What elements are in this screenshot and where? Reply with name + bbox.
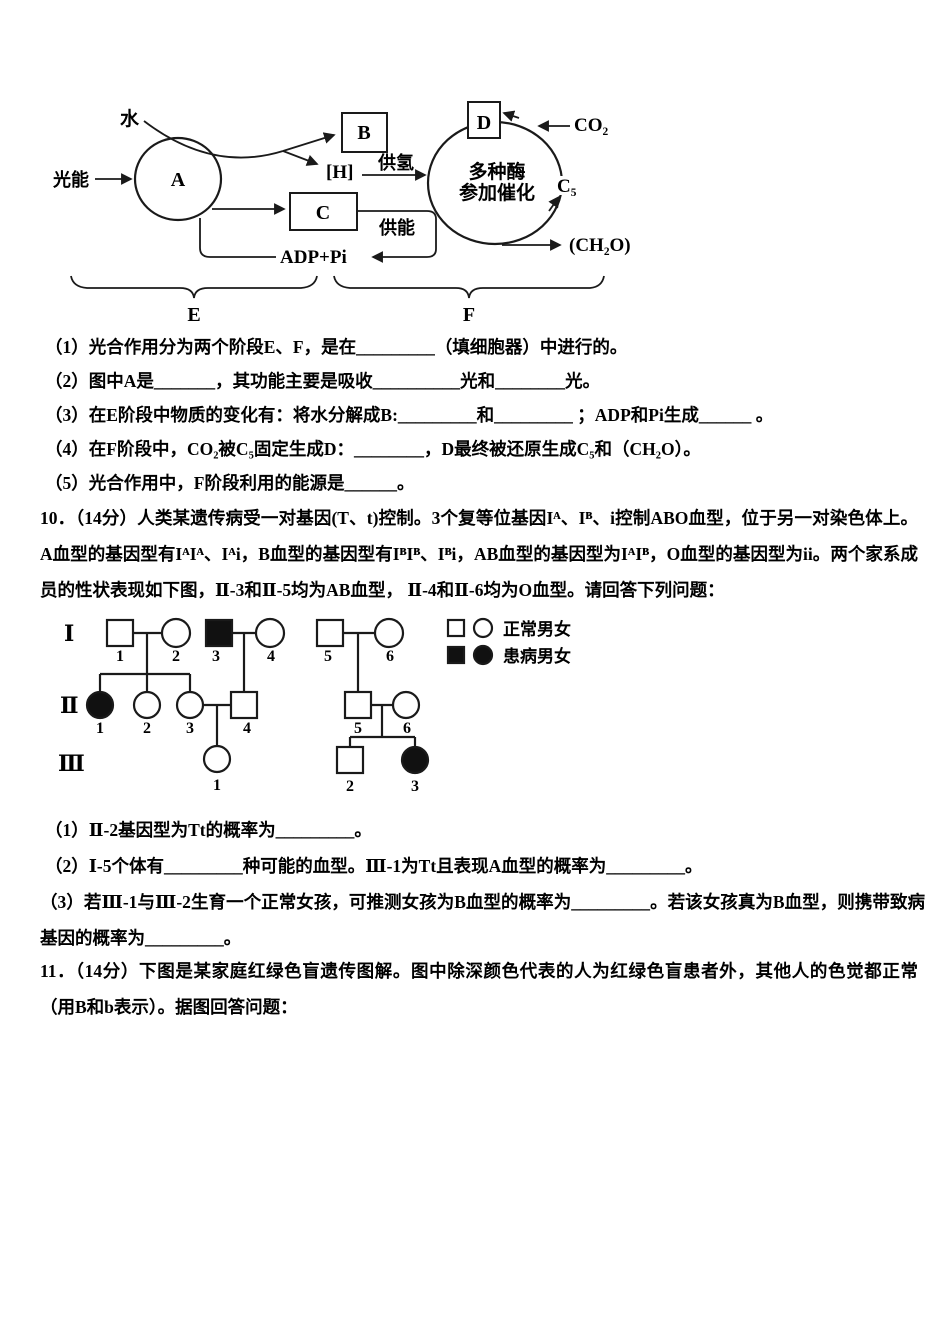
question-11-intro: 11．（14分）下图是某家庭红绿色盲遗传图解。图中除深颜色代表的人为红绿色盲患者… <box>40 961 918 1017</box>
ch2o-label: (CH₂O) <box>569 235 631 256</box>
pedigree-iii2-normal-male <box>335 745 365 775</box>
pedigree-iii3-affected-female <box>400 745 430 775</box>
node-b-label: B <box>357 122 370 144</box>
legend-normal-female-symbol <box>472 617 494 639</box>
pedigree-ii5-normal-male <box>343 690 373 720</box>
question-line-3: （3）在E阶段中物质的变化有：将水分解成B:_________和________… <box>45 405 774 425</box>
label-iii1: 1 <box>213 777 221 794</box>
generation-label-2: Ⅱ <box>60 693 79 718</box>
c5-label-background <box>552 176 583 195</box>
pedigree-number-labels: 1 2 3 4 5 6 1 2 3 4 5 6 1 2 3 <box>96 648 419 795</box>
cycle-to-c5-arrow <box>548 195 561 212</box>
adp-pi-label: ADP+Pi <box>280 247 347 268</box>
stage-f-brace <box>333 275 605 299</box>
node-a-label: A <box>171 169 186 191</box>
pedigree-i3-affected-male <box>204 618 234 648</box>
label-ii1: 1 <box>96 720 104 737</box>
pedigree-ii2-normal-female <box>132 690 162 720</box>
light-energy-label: 光能 <box>52 169 89 190</box>
legend-affected-label: 患病男女 <box>503 646 571 666</box>
a-adp-loop-line <box>199 218 276 258</box>
q10-sub-3: （3）若Ⅲ-1与Ⅲ-2生育一个正常女孩，可推测女孩为B血型的概率为_______… <box>40 892 925 948</box>
enzyme-caption-line1: 多种酶 <box>468 160 525 183</box>
water-to-h-arrow <box>282 150 319 166</box>
legend-affected-female-symbol <box>472 644 494 666</box>
label-iii3: 3 <box>411 778 419 795</box>
question-line-1: （1）光合作用分为两个阶段E、F，是在_________（填细胞器）中进行的。 <box>45 337 628 357</box>
question-10-intro: 10．（14分）人类某遗传病受一对基因(T、t)控制。3个复等位基因Iᴬ、Iᴮ、… <box>40 508 918 600</box>
node-d-label: D <box>477 112 491 134</box>
enzyme-caption-line2: 参加催化 <box>459 181 535 204</box>
label-iii2: 2 <box>346 778 354 795</box>
photosynthesis-questions: （1）光合作用分为两个阶段E、F，是在_________（填细胞器）中进行的。 … <box>45 330 925 500</box>
legend-normal-label: 正常男女 <box>503 619 571 639</box>
label-ii5: 5 <box>354 720 362 737</box>
structure-c-box <box>289 192 358 231</box>
label-i4: 4 <box>267 648 275 665</box>
supply-energy-label: 供能 <box>378 217 415 238</box>
stage-e-brace <box>70 275 318 299</box>
co2-label: CO₂ <box>574 115 609 136</box>
pedigree-ii4-normal-male <box>229 690 259 720</box>
photosynthesis-diagram: 水 光能 A B [H] 供氢 C 供能 ADP+Pi 多种酶 参加催化 D C… <box>52 101 631 326</box>
node-c-label: C <box>316 202 330 224</box>
label-ii4: 4 <box>243 720 251 737</box>
label-ii2: 2 <box>143 720 151 737</box>
question-line-4: （4）在F阶段中，CO₂被C₅固定生成D：________，D最终被还原生成C₅… <box>45 439 701 459</box>
label-i5: 5 <box>324 648 332 665</box>
label-i3: 3 <box>212 648 220 665</box>
label-i6: 6 <box>386 648 394 665</box>
pedigree-i4-normal-female <box>254 617 286 649</box>
label-ii6: 6 <box>403 720 411 737</box>
pedigree-i5-normal-male <box>315 618 345 648</box>
pedigree-chart: Ⅰ Ⅱ Ⅲ 1 2 3 <box>58 617 571 795</box>
pedigree-i1-normal-male <box>105 618 135 648</box>
water-label: 水 <box>120 108 140 130</box>
generation-label-1: Ⅰ <box>64 621 74 646</box>
pedigree-i2-normal-female <box>160 617 192 649</box>
question-10-sub-questions: （1）Ⅱ-2基因型为Tt的概率为_________。 （2）Ⅰ-5个体有____… <box>40 812 925 956</box>
pedigree-ii3-normal-female <box>175 690 205 720</box>
stage-f-label: F <box>463 304 475 326</box>
pedigree-ii6-normal-female <box>391 690 421 720</box>
label-i2: 2 <box>172 648 180 665</box>
legend-normal-male-symbol <box>446 618 466 638</box>
right-family-connector-lines <box>343 631 417 747</box>
stage-e-label: E <box>187 304 200 326</box>
pedigree-i6-normal-female <box>373 617 405 649</box>
hydrogen-carrier-label: [H] <box>326 162 353 183</box>
legend-affected-male-symbol <box>446 645 466 665</box>
q10-sub-2: （2）Ⅰ-5个体有_________种可能的血型。Ⅲ-1为Tt且表现A血型的概率… <box>45 856 703 876</box>
label-ii3: 3 <box>186 720 194 737</box>
structure-b-box <box>341 112 388 153</box>
q10-sub-1: （1）Ⅱ-2基因型为Tt的概率为_________。 <box>45 820 372 840</box>
generation-label-3: Ⅲ <box>58 751 85 776</box>
question-line-5: （5）光合作用中，F阶段利用的能源是______。 <box>45 473 415 493</box>
structure-d-box <box>467 101 501 139</box>
pedigree-ii1-affected-female <box>85 690 115 720</box>
water-to-b-arrow <box>282 132 336 152</box>
pedigree-legend: 正常男女 患病男女 <box>446 617 571 666</box>
label-i1: 1 <box>116 648 124 665</box>
structure-a-circle <box>133 136 223 222</box>
question-line-2: （2）图中A是_______，其功能主要是吸收__________光和_____… <box>45 371 601 391</box>
c5-label: C₅ <box>557 176 577 197</box>
c-energy-loop-arrow <box>357 210 437 263</box>
left-family-connector-lines <box>98 631 256 746</box>
cycle-to-d-arrow <box>502 110 520 122</box>
pedigree-iii1-normal-female <box>202 744 232 774</box>
supply-hydrogen-label: 供氢 <box>377 152 414 173</box>
